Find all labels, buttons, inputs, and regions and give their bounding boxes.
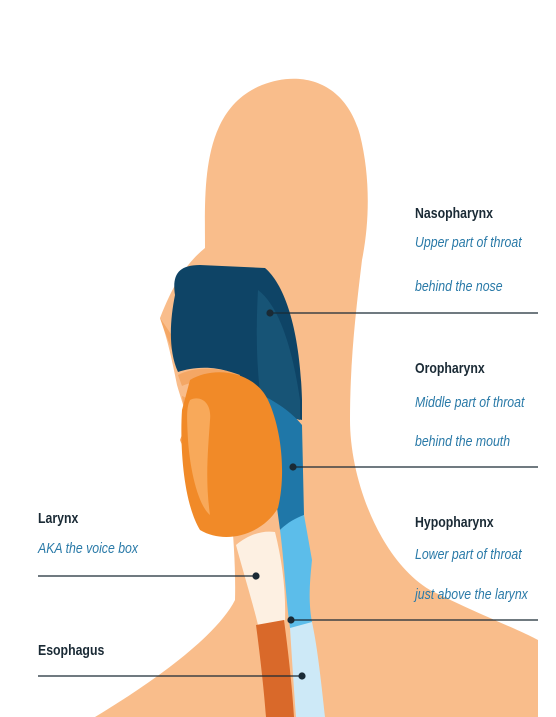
esophagus-marker — [298, 672, 305, 679]
oropharynx-desc-line2: behind the mouth — [415, 431, 510, 453]
nasopharynx-desc-line2: behind the nose — [415, 276, 503, 298]
hypopharynx-marker — [287, 616, 294, 623]
nasopharynx-marker — [266, 309, 273, 316]
larynx-marker — [252, 572, 259, 579]
larynx-desc-line1: AKA the voice box — [38, 538, 138, 560]
oropharynx-marker — [289, 463, 296, 470]
nasopharynx-desc-line1: Upper part of throat — [415, 232, 522, 254]
hypopharynx-desc-line2: just above the larynx — [415, 584, 528, 606]
hypopharynx-title: Hypopharynx — [415, 514, 494, 531]
oropharynx-desc-line1: Middle part of throat — [415, 392, 524, 414]
hypopharynx-desc-line1: Lower part of throat — [415, 544, 522, 566]
esophagus-title: Esophagus — [38, 642, 104, 659]
nasopharynx-title: Nasopharynx — [415, 205, 493, 222]
larynx-title: Larynx — [38, 510, 78, 527]
oropharynx-title: Oropharynx — [415, 360, 485, 377]
